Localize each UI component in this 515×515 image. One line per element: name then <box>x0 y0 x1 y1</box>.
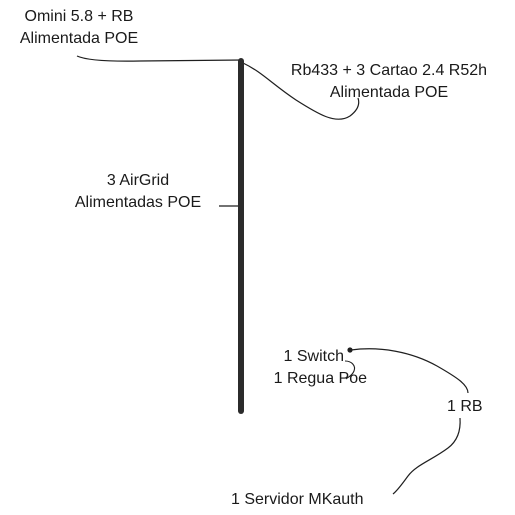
servidor-label: 1 Servidor MKauth <box>231 489 364 511</box>
switch-label-line2: 1 Regua Poe <box>273 370 367 387</box>
omini-connector-line <box>76 55 244 62</box>
rb433-label-line1: Rb433 + 3 Cartao 2.4 R52h <box>290 62 488 79</box>
rb-label: 1 RB <box>447 396 483 418</box>
switch-rb-cable <box>350 348 469 394</box>
rb433-connector-line <box>242 62 360 120</box>
switch-port-dot <box>347 347 353 353</box>
omini-label-line2: Alimentada POE <box>19 30 139 47</box>
rb433-label: Rb433 + 3 Cartao 2.4 R52h Alimentada POE <box>264 60 514 104</box>
switch-label: 1 Switch 1 Regua Poe <box>245 346 367 390</box>
airgrid-label: 3 AirGrid Alimentadas POE <box>56 170 220 214</box>
rb-label-text: 1 RB <box>447 398 483 415</box>
rb-servidor-cable <box>392 417 461 495</box>
switch-regua-bracket <box>344 360 356 380</box>
servidor-label-text: 1 Servidor MKauth <box>231 491 364 508</box>
rb433-label-line2: Alimentada POE <box>329 84 449 101</box>
omini-label: Omini 5.8 + RB Alimentada POE <box>4 6 154 50</box>
switch-label-line1: 1 Switch <box>283 348 344 365</box>
airgrid-label-line1: 3 AirGrid <box>106 172 170 189</box>
omini-label-line1: Omini 5.8 + RB <box>24 8 134 25</box>
airgrid-label-line2: Alimentadas POE <box>74 194 202 211</box>
